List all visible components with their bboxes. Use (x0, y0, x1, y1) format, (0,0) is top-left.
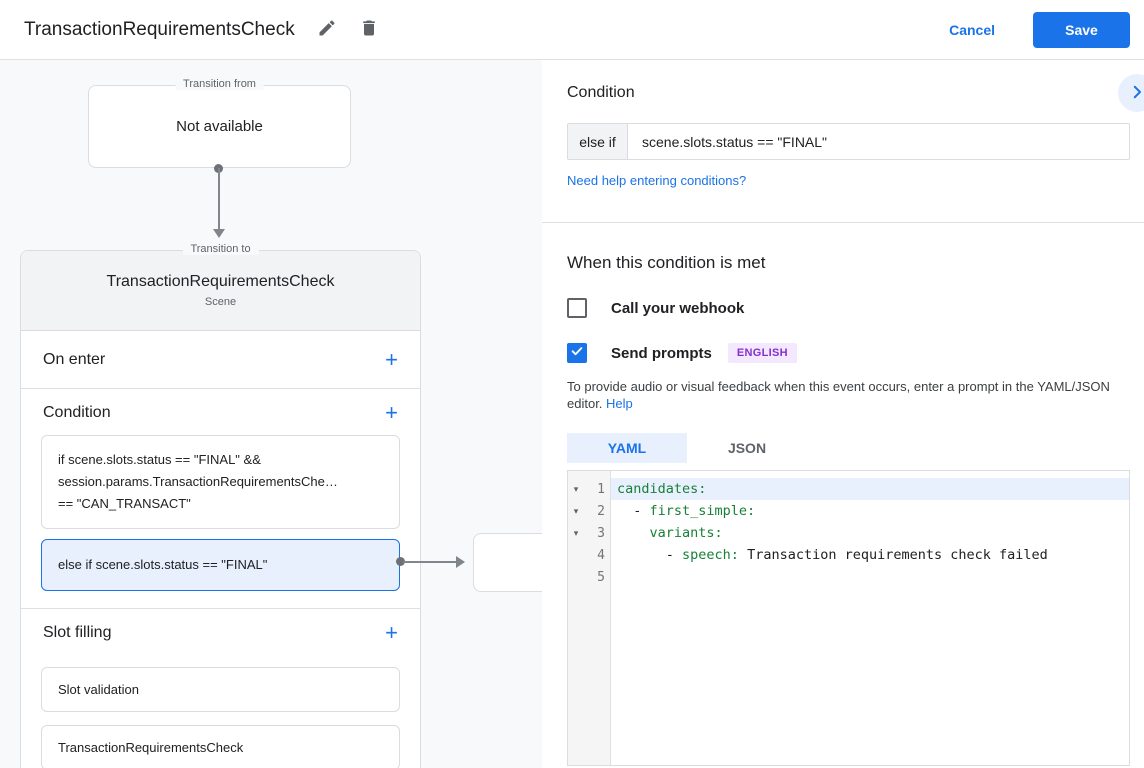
add-icon: + (385, 620, 398, 645)
scene-diagram-panel: Transition from Not available Transition… (0, 60, 542, 768)
send-prompts-label[interactable]: Send prompts (611, 344, 712, 362)
webhook-row: Call your webhook (567, 298, 1130, 318)
code-line[interactable] (611, 566, 1129, 588)
add-icon: + (385, 346, 398, 372)
condition-prefix: else if (568, 124, 628, 159)
condition-editor-section: Condition else if Need help entering con… (542, 60, 1144, 222)
slot-filling-section: Slot filling + Slot validation Transacti… (21, 609, 420, 768)
delete-scene-button[interactable] (359, 18, 379, 41)
condition-label: Condition (43, 404, 111, 421)
condition-editor-panel: Condition else if Need help entering con… (542, 60, 1144, 768)
send-prompts-checkbox[interactable] (567, 343, 587, 363)
fold-icon[interactable]: ▾ (573, 527, 579, 538)
transition-to-label: Transition to (182, 243, 259, 255)
call-webhook-label[interactable]: Call your webhook (611, 299, 745, 317)
editor-format-tabs: YAML JSON (567, 433, 1130, 463)
line-number: 5 (597, 569, 605, 585)
fold-icon[interactable]: ▾ (573, 483, 579, 494)
code-line[interactable]: candidates: (611, 478, 1129, 500)
code-line[interactable]: - first_simple: (617, 503, 756, 519)
condition-item-elseif-selected[interactable]: else if scene.slots.status == "FINAL" (41, 539, 400, 591)
condition-item-if[interactable]: if scene.slots.status == "FINAL" && sess… (41, 435, 400, 529)
panel-title: Condition (567, 84, 635, 101)
scene-subtitle: Scene (204, 296, 237, 308)
page-title: TransactionRequirementsCheck (24, 18, 295, 40)
prompt-description-text: To provide audio or visual feedback when… (567, 379, 1110, 411)
add-slot-button[interactable]: + (385, 620, 398, 645)
slot-filling-label: Slot filling (43, 624, 112, 641)
transition-from-label: Transition from (175, 78, 264, 90)
arrow-right-icon (456, 556, 465, 568)
transition-target-box[interactable] (473, 533, 542, 592)
tab-yaml[interactable]: YAML (567, 433, 687, 463)
line-number: 3 (597, 525, 605, 541)
connector-line-vertical (218, 168, 220, 230)
edit-scene-button[interactable] (317, 18, 337, 41)
connector-line-horizontal (403, 561, 458, 563)
line-number: 1 (597, 481, 605, 497)
condition-text-line: == "CAN_TRANSACT" (58, 496, 191, 511)
code-line[interactable]: variants: (649, 525, 723, 541)
condition-input[interactable] (628, 124, 1129, 159)
trash-icon (359, 18, 379, 41)
when-condition-met-section: When this condition is met Call your web… (542, 223, 1144, 766)
save-button[interactable]: Save (1033, 11, 1130, 48)
transition-to-card: Transition to TransactionRequirementsChe… (20, 243, 421, 768)
collapse-panel-button[interactable] (1118, 74, 1144, 112)
editor-gutter: ▾ 1 ▾ 2 ▾ 3 4 5 (568, 471, 611, 765)
condition-text-line: else if scene.slots.status == "FINAL" (58, 557, 268, 572)
cancel-button[interactable]: Cancel (949, 21, 995, 38)
conditions-help-link[interactable]: Need help entering conditions? (567, 173, 747, 188)
add-icon: + (385, 400, 398, 425)
slot-item-transaction[interactable]: TransactionRequirementsCheck (41, 725, 400, 768)
prompt-description: To provide audio or visual feedback when… (567, 378, 1132, 412)
code-line[interactable]: - speech: Transaction requirements check… (617, 547, 1048, 563)
section-divider (542, 222, 1144, 223)
line-number: 4 (597, 547, 605, 563)
condition-section: Condition + if scene.slots.status == "FI… (21, 389, 420, 609)
chevron-right-icon (1128, 83, 1144, 104)
line-number: 2 (597, 503, 605, 519)
editor-code[interactable]: candidates: - first_simple: variants: - … (611, 471, 1129, 765)
call-webhook-checkbox[interactable] (567, 298, 587, 318)
help-link[interactable]: Help (606, 396, 633, 411)
tab-json[interactable]: JSON (727, 440, 767, 456)
send-prompts-row: Send prompts ENGLISH (567, 343, 1130, 363)
connector-dot (396, 557, 405, 566)
top-bar: TransactionRequirementsCheck Cancel Save (0, 0, 1144, 60)
on-enter-section[interactable]: On enter + (21, 331, 420, 389)
fold-icon[interactable]: ▾ (573, 505, 579, 516)
yaml-code-editor: ▾ 1 ▾ 2 ▾ 3 4 5 candidates: - first_simple: var… (567, 470, 1130, 766)
add-on-enter-button[interactable]: + (385, 346, 398, 372)
scene-card-header[interactable]: TransactionRequirementsCheck Scene (21, 251, 420, 331)
on-enter-label: On enter (43, 350, 106, 368)
transition-from-content: Not available (176, 118, 263, 135)
when-met-heading: When this condition is met (567, 253, 766, 272)
language-badge: ENGLISH (727, 343, 797, 363)
slot-item-validation[interactable]: Slot validation (41, 667, 400, 712)
add-condition-button[interactable]: + (385, 400, 398, 425)
check-icon (570, 344, 584, 363)
condition-text-line: session.params.TransactionRequirementsCh… (58, 474, 338, 489)
arrow-down-icon (213, 229, 225, 238)
transition-from-box: Transition from Not available (88, 78, 351, 168)
condition-text-line: if scene.slots.status == "FINAL" && (58, 452, 261, 467)
scene-title: TransactionRequirementsCheck (106, 273, 335, 290)
condition-input-group: else if (567, 123, 1130, 160)
pencil-icon (317, 18, 337, 41)
